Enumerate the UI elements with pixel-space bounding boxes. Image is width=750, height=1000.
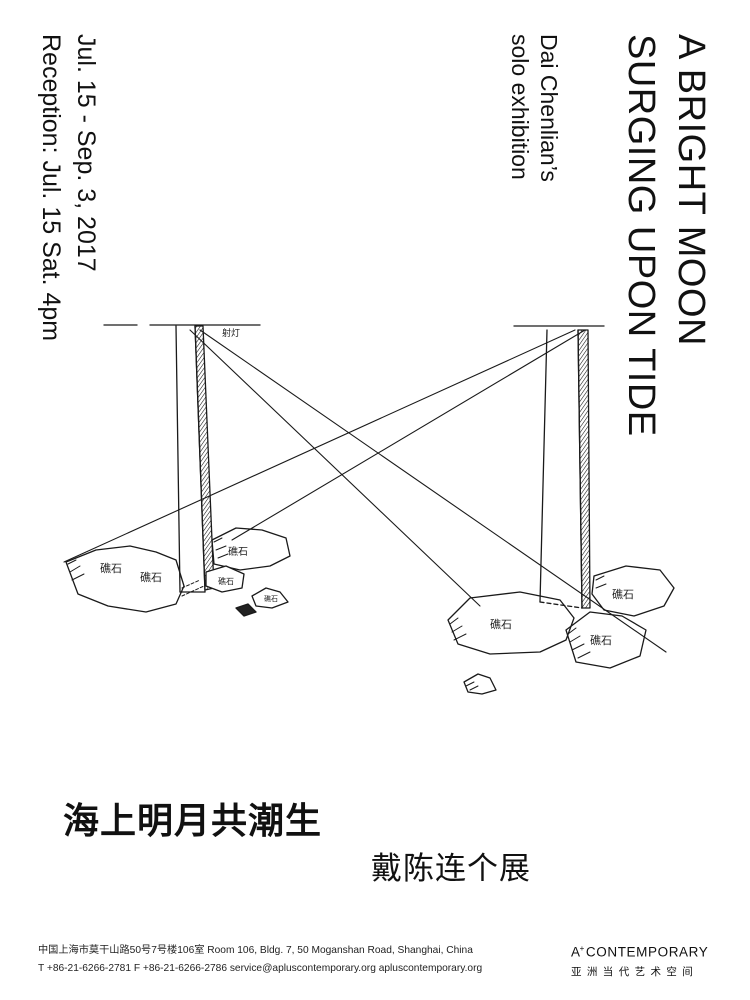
lamp-label: 射灯 (222, 327, 240, 339)
exhibition-title-line-2: SURGING UPON TIDE (620, 34, 662, 437)
rocks (65, 527, 675, 695)
rock-label-1: 礁石 (100, 561, 122, 575)
rock-label-5: 礁石 (264, 594, 278, 603)
drawing-labels: 射灯 礁石 礁石 礁石 礁石 礁石 礁石 礁石 礁石 (100, 327, 634, 647)
footer-address: 中国上海市莫干山路50号7号楼106室 Room 106, Bldg. 7, 5… (38, 945, 473, 956)
horizon-lines (103, 324, 605, 327)
rock-label-7: 礁石 (612, 587, 634, 601)
right-pillar (539, 329, 591, 609)
rock-label-4: 礁石 (218, 576, 234, 586)
rock-label-6: 礁石 (490, 617, 512, 631)
logo-a: A (571, 944, 581, 960)
logo-word: CONTEMPORARY (585, 944, 709, 960)
reception-info: Reception: Jul. 15 Sat. 4pm (37, 34, 65, 342)
logo-wordmark: A+CONTEMPORARY (571, 942, 716, 960)
chinese-artist-exhibition: 戴陈连个展 (371, 851, 531, 887)
logo-plus: + (579, 944, 585, 953)
exhibition-title-line-1: A BRIGHT MOON (670, 34, 712, 346)
gallery-logo: A+CONTEMPORARY 亚洲当代艺术空间 (571, 942, 716, 979)
rock-label-3: 礁石 (228, 545, 248, 558)
exhibition-dates: Jul. 15 - Sep. 3, 2017 (72, 34, 100, 272)
chinese-title: 海上明月共潮生 (63, 801, 323, 842)
artist-line-1: Dai Chenlian’s (536, 34, 562, 182)
footer-contact: T +86-21-6266-2781 F +86-21-6266-2786 se… (38, 963, 483, 974)
artist-line-2: solo exhibition (507, 34, 533, 180)
left-pillar (175, 325, 215, 593)
rock-label-2: 礁石 (140, 570, 162, 584)
light-beams (63, 329, 667, 653)
rock-label-8: 礁石 (590, 633, 612, 647)
logo-chinese: 亚洲当代艺术空间 (571, 965, 699, 978)
